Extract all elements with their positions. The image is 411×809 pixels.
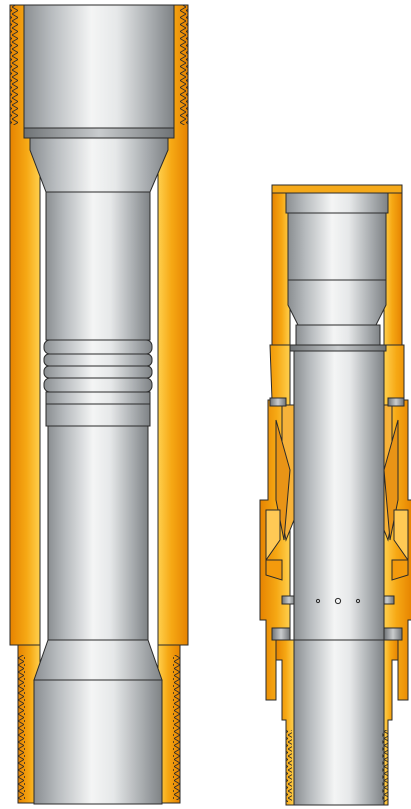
left-tool <box>9 4 189 805</box>
ring-lower-left <box>271 627 291 641</box>
lower-pin-bore <box>33 679 163 805</box>
port-holes <box>315 597 361 605</box>
upper-thread-right <box>180 5 188 125</box>
lower-mandrel <box>47 425 149 641</box>
upper-taper <box>29 137 169 193</box>
upper-thread-left <box>10 5 18 125</box>
lower-thread-left <box>18 655 25 800</box>
right-lower-sub <box>275 639 399 806</box>
right-mandrel <box>289 324 387 806</box>
pin-upper-left <box>269 397 287 407</box>
right-upper-box <box>285 192 389 326</box>
pin-upper-right <box>387 397 405 407</box>
seal-rings <box>43 339 153 405</box>
slip-elements-left <box>265 404 295 581</box>
lower-taper <box>33 639 163 681</box>
ring-lower-right <box>383 627 403 641</box>
lower-thread-right <box>173 655 180 800</box>
upper-box-bore <box>23 4 175 131</box>
right-tool <box>259 184 411 806</box>
left-bore <box>23 4 175 805</box>
right-lower-thread-right <box>382 730 388 802</box>
upper-mandrel <box>45 191 151 341</box>
right-lower-thread-left <box>286 730 292 802</box>
